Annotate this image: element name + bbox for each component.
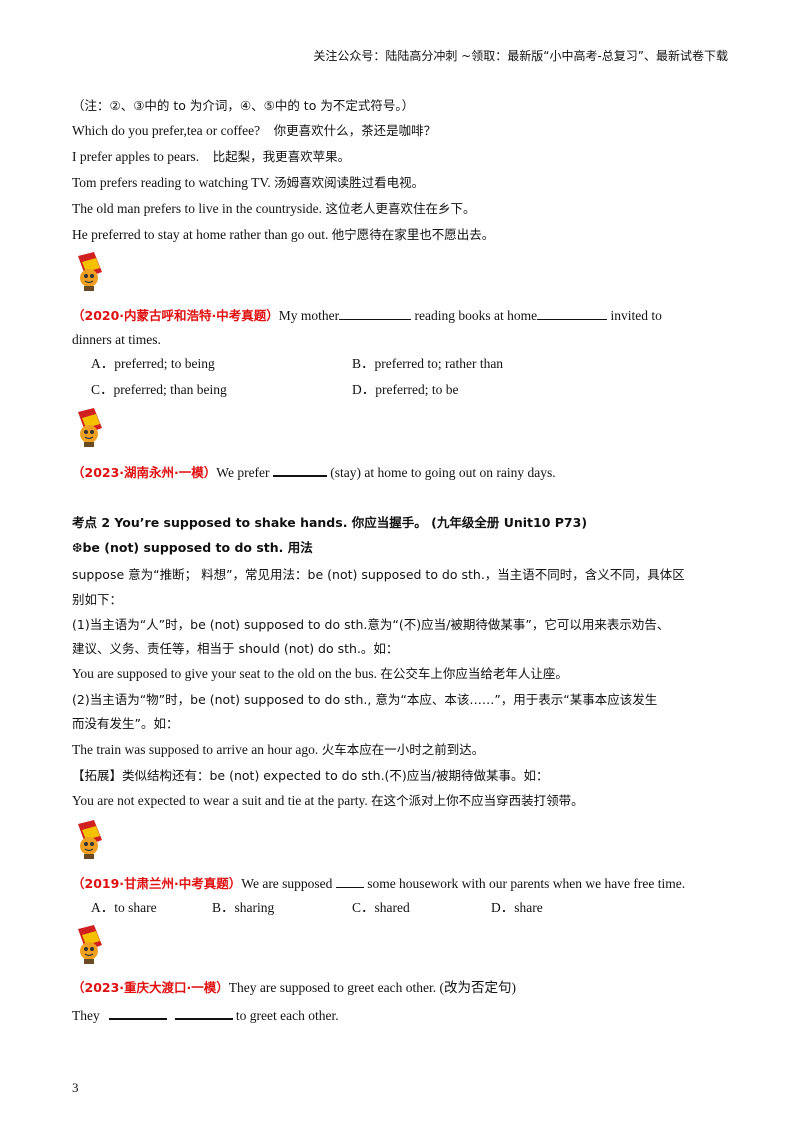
answer-blank[interactable] bbox=[537, 305, 608, 320]
example-line: Tom prefers reading to watching TV. 汤姆喜欢… bbox=[72, 173, 424, 193]
option-a[interactable]: A．preferred; to being bbox=[91, 356, 215, 371]
answer-blank[interactable] bbox=[174, 1004, 233, 1020]
question-text: dinners at times. bbox=[72, 332, 161, 347]
example-line: The old man prefers to live in the count… bbox=[72, 199, 475, 219]
paragraph-line: 建议、义务、责任等，相当于 should (not) do sth.。如： bbox=[72, 641, 399, 656]
question-text: reading books at home bbox=[414, 308, 538, 323]
answer-prefix: They bbox=[72, 1008, 100, 1023]
pencil-mascot-icon bbox=[78, 408, 102, 447]
example-en: You are not expected to wear a suit and … bbox=[72, 793, 368, 808]
paragraph-line: (2)当主语为“物”时，be (not) supposed to do sth.… bbox=[72, 692, 658, 707]
example-line: You are supposed to give your seat to th… bbox=[72, 664, 568, 684]
example-cn: 火车本应在一小时之前到达。 bbox=[321, 742, 485, 757]
answer-suffix: to greet each other. bbox=[235, 1008, 339, 1023]
answer-line: They to greet each other. bbox=[72, 1004, 339, 1026]
paragraph-line: 而没有发生”。如： bbox=[72, 716, 179, 731]
question-2020: （2020·内蒙古呼和浩特·中考真题）My mother reading boo… bbox=[72, 305, 662, 326]
note-line: （注：②、③中的 to 为介词，④、⑤中的 to 为不定式符号。） bbox=[72, 98, 415, 113]
question-text: We prefer bbox=[216, 465, 270, 480]
pencil-mascot-icon bbox=[78, 820, 102, 859]
example-cn: 在公交车上你应当给老年人让座。 bbox=[380, 666, 568, 681]
question-2019: （2019·甘肃兰州·中考真题）We are supposed some hou… bbox=[72, 873, 685, 894]
example-en: The old man prefers to live in the count… bbox=[72, 201, 323, 216]
example-en: The train was supposed to arrive an hour… bbox=[72, 742, 319, 757]
option-c[interactable]: C．preferred; than being bbox=[91, 382, 227, 397]
option-a[interactable]: A．to share bbox=[91, 900, 157, 915]
paragraph-line: 别如下： bbox=[72, 592, 123, 607]
option-d[interactable]: D．share bbox=[491, 900, 543, 915]
example-cn: 这位老人更喜欢住在乡下。 bbox=[325, 201, 476, 216]
question-2023-dadukou: （2023·重庆大渡口·一模）They are supposed to gree… bbox=[72, 978, 516, 998]
option-c[interactable]: C．shared bbox=[352, 900, 410, 915]
example-cn: 汤姆喜欢阅读胜过看电视。 bbox=[274, 175, 425, 190]
example-line: The train was supposed to arrive an hour… bbox=[72, 740, 484, 760]
question-source: （2023·湖南永州·一模） bbox=[72, 465, 217, 480]
question-text: They are supposed to greet each other. (… bbox=[228, 980, 516, 995]
paragraph-line: (1)当主语为“人”时，be (not) supposed to do sth.… bbox=[72, 617, 670, 632]
example-en: Tom prefers reading to watching TV. bbox=[72, 175, 271, 190]
question-source: （2020·内蒙古呼和浩特·中考真题） bbox=[72, 308, 279, 323]
extension-line: 【拓展】类似结构还有：be (not) expected to do sth.(… bbox=[72, 768, 549, 783]
question-source: （2019·甘肃兰州·中考真题） bbox=[72, 876, 242, 891]
example-line: I prefer apples to pears. 比起梨，我更喜欢苹果。 bbox=[72, 147, 350, 167]
example-cn: 他宁愿待在家里也不愿出去。 bbox=[331, 227, 495, 242]
page-header: 关注公众号：陆陆高分冲刺 ~领取：最新版“小中高考-总复习”、最新试卷下载 bbox=[313, 49, 728, 63]
section-subtitle: ❆be (not) supposed to do sth. 用法 bbox=[72, 540, 313, 555]
question-2023-yongzhou: （2023·湖南永州·一模）We prefer (stay) at home t… bbox=[72, 461, 556, 483]
question-text: (stay) at home to going out on rainy day… bbox=[330, 465, 556, 480]
option-b[interactable]: B．sharing bbox=[212, 900, 275, 915]
paragraph-line: suppose 意为“推断； 料想”，常见用法：be (not) suppose… bbox=[72, 567, 685, 582]
section-title: 考点 2 You’re supposed to shake hands. 你应当… bbox=[72, 515, 588, 530]
example-en: You are supposed to give your seat to th… bbox=[72, 666, 377, 681]
pencil-mascot-icon bbox=[78, 925, 102, 964]
question-text: some housework with our parents when we … bbox=[367, 876, 686, 891]
question-source: （2023·重庆大渡口·一模） bbox=[72, 980, 229, 995]
question-text: invited to bbox=[610, 308, 662, 323]
option-d[interactable]: D．preferred; to be bbox=[352, 382, 459, 397]
example-cn: 比起梨，我更喜欢苹果。 bbox=[212, 149, 351, 164]
question-text: My mother bbox=[278, 308, 340, 323]
example-cn: 在这个派对上你不应当穿西装打领带。 bbox=[371, 793, 584, 808]
example-en: He preferred to stay at home rather than… bbox=[72, 227, 329, 242]
answer-blank[interactable] bbox=[335, 873, 364, 888]
example-line: Which do you prefer,tea or coffee? 你更喜欢什… bbox=[72, 121, 436, 141]
answer-blank[interactable] bbox=[339, 305, 412, 320]
example-cn: 你更喜欢什么，茶还是咖啡？ bbox=[273, 123, 437, 138]
answer-blank[interactable] bbox=[272, 461, 327, 477]
option-b[interactable]: B．preferred to; rather than bbox=[352, 356, 504, 371]
answer-blank[interactable] bbox=[109, 1004, 168, 1020]
question-text: We are supposed bbox=[241, 876, 333, 891]
pencil-mascot-icon bbox=[78, 252, 102, 291]
example-en: I prefer apples to pears. bbox=[72, 149, 200, 164]
page-number: 3 bbox=[72, 1080, 79, 1095]
example-en: Which do you prefer,tea or coffee? bbox=[72, 123, 261, 138]
example-line: He preferred to stay at home rather than… bbox=[72, 225, 494, 245]
example-line: You are not expected to wear a suit and … bbox=[72, 791, 584, 811]
